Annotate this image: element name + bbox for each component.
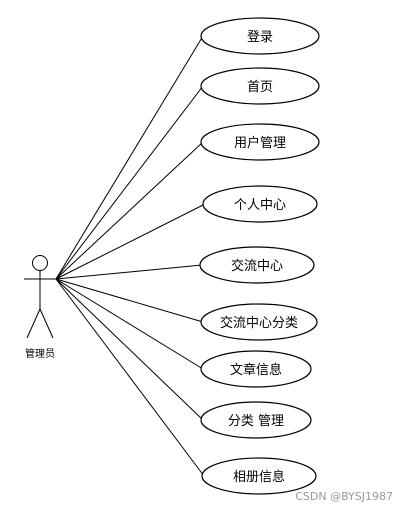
association-line <box>55 85 204 280</box>
association-line <box>55 278 204 370</box>
use-case-ellipse <box>202 185 318 223</box>
actor-right-leg <box>39 308 54 339</box>
use-case-ellipse <box>199 246 315 284</box>
actor-name: 管理员 <box>25 347 55 360</box>
use-case-exchange-center-category: 交流中心分类 <box>200 303 318 341</box>
use-case-personal-center: 个人中心 <box>202 185 318 223</box>
use-case-ellipse <box>200 401 312 439</box>
use-cases: 登录 首页 用户管理 个人中心 交流中心 交流中心分类 文章信息 分类 管理 <box>199 17 320 495</box>
use-case-home: 首页 <box>200 67 320 105</box>
watermark: CSDN @BYSJ1987 <box>295 490 393 503</box>
use-case-label: 用户管理 <box>234 135 286 151</box>
association-line <box>55 278 204 421</box>
use-case-ellipse <box>200 123 320 161</box>
use-case-exchange-center: 交流中心 <box>199 246 315 284</box>
association-line <box>55 264 203 280</box>
use-case-label: 相册信息 <box>233 469 285 485</box>
use-case-label: 交流中心分类 <box>220 315 298 331</box>
association-line <box>55 203 206 280</box>
use-case-category-management: 分类 管理 <box>200 401 312 439</box>
use-case-user-management: 用户管理 <box>200 123 320 161</box>
use-case-article-info: 文章信息 <box>200 350 312 388</box>
use-case-label: 文章信息 <box>230 362 282 378</box>
use-case-label: 个人中心 <box>234 198 286 213</box>
use-case-label: 交流中心 <box>231 258 283 274</box>
use-case-ellipse <box>200 67 320 105</box>
use-case-ellipse <box>200 17 320 55</box>
use-case-ellipse <box>200 303 318 341</box>
association-line <box>55 35 204 280</box>
use-case-label: 首页 <box>247 80 273 95</box>
association-line <box>55 278 204 323</box>
association-lines <box>55 35 206 477</box>
use-case-ellipse <box>200 350 312 388</box>
actor-administrator: 管理员 <box>24 255 56 360</box>
use-case-ellipse <box>201 457 317 495</box>
use-case-login: 登录 <box>200 17 320 55</box>
actor-head <box>32 255 48 271</box>
use-case-album-info: 相册信息 <box>201 457 317 495</box>
actor-left-leg <box>26 308 41 339</box>
association-line <box>55 278 205 477</box>
association-line <box>55 141 204 280</box>
use-case-label: 登录 <box>247 30 273 45</box>
use-case-label: 分类 管理 <box>228 414 284 429</box>
